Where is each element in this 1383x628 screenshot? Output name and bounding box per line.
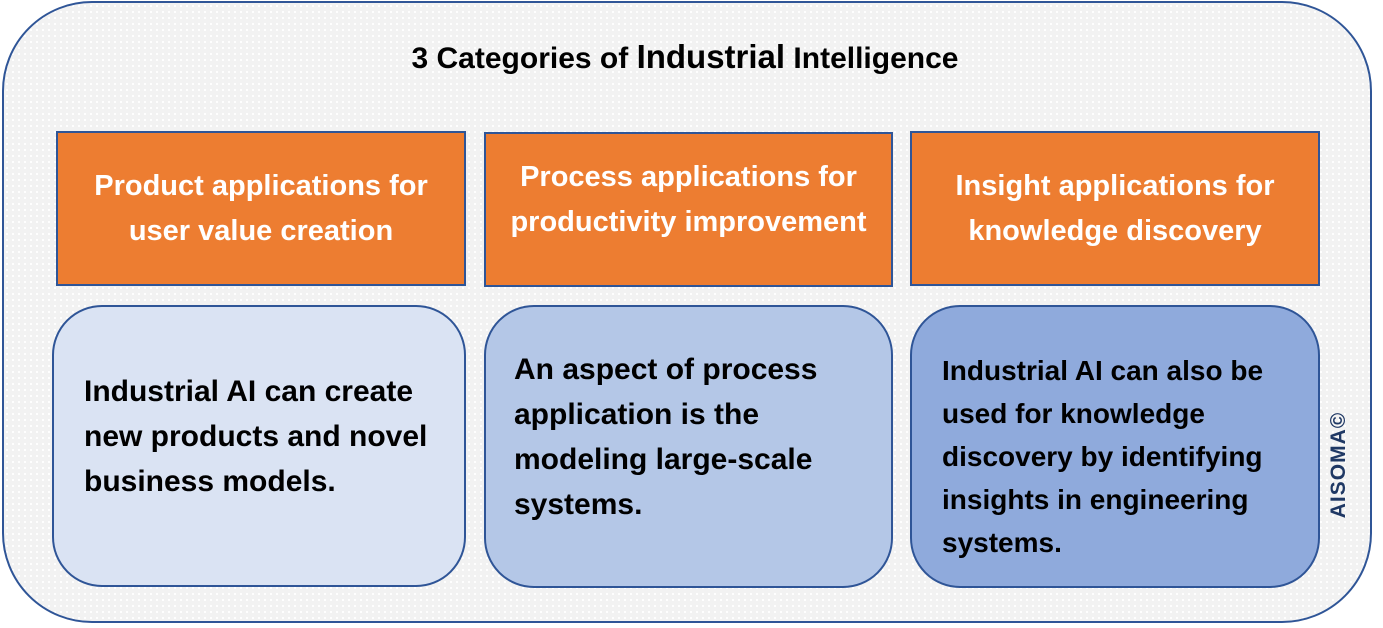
- watermark: AISOMA©: [1324, 395, 1354, 535]
- category-header-process: Process applications for productivity im…: [484, 132, 893, 287]
- category-description-process: An aspect of process application is the …: [484, 305, 893, 588]
- category-header-insight: Insight applications for knowledge disco…: [910, 131, 1320, 286]
- diagram-title: 3 Categories of Industrial Intelligence: [0, 38, 1370, 76]
- category-description-text: Industrial AI can create new products an…: [84, 374, 428, 498]
- category-description-text: Industrial AI can also be used for knowl…: [942, 355, 1264, 558]
- category-header-product: Product applications for user value crea…: [56, 131, 466, 286]
- category-description-insight: Industrial AI can also be used for knowl…: [910, 305, 1320, 588]
- category-header-label: Product applications for user value crea…: [94, 169, 428, 247]
- title-part-1: 3 Categories of: [411, 42, 637, 75]
- watermark-text: AISOMA©: [1327, 411, 1351, 519]
- category-description-product: Industrial AI can create new products an…: [52, 305, 466, 587]
- title-part-2: Industrial: [636, 38, 786, 75]
- category-description-text: An aspect of process application is the …: [514, 352, 818, 521]
- category-header-label: Insight applications for knowledge disco…: [955, 169, 1275, 247]
- category-header-label: Process applications for productivity im…: [510, 160, 867, 238]
- title-part-3: Intelligence: [785, 42, 959, 75]
